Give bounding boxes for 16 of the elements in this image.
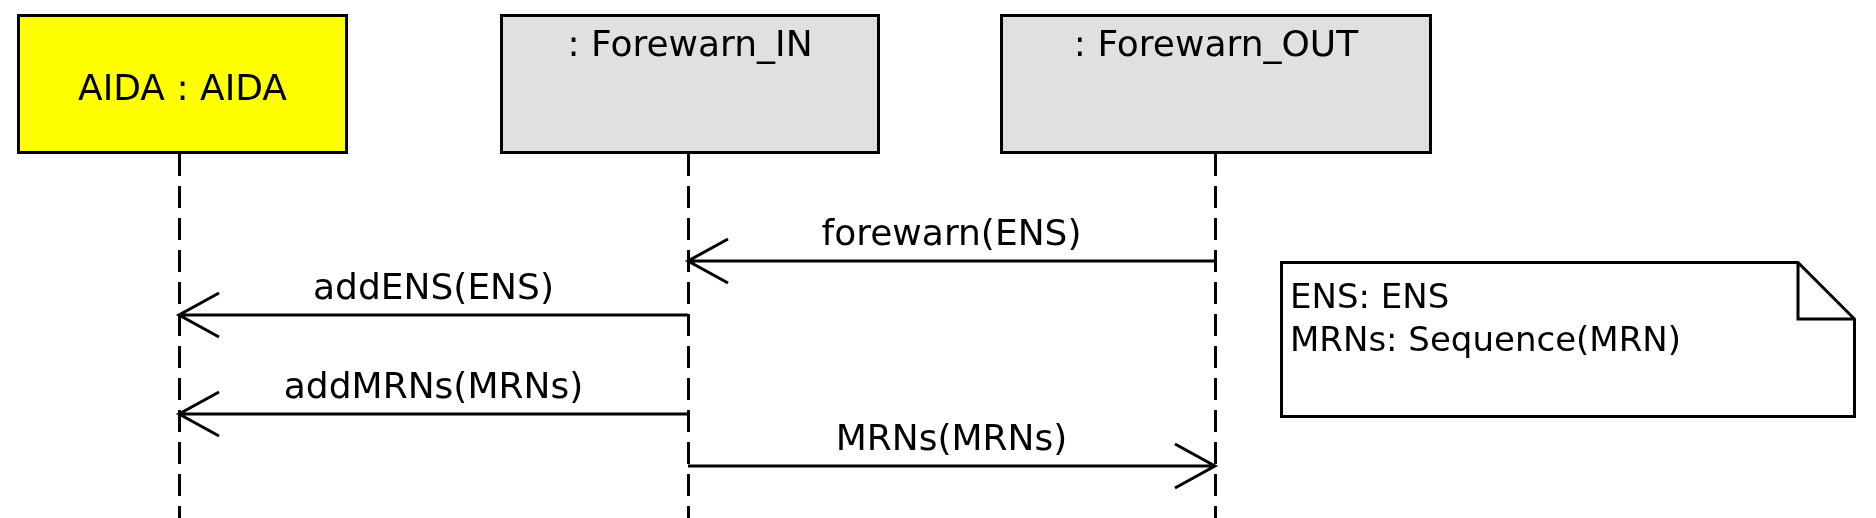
lifeline bbox=[177, 154, 181, 518]
participant-name: : Forewarn_OUT bbox=[1073, 23, 1359, 64]
message-arrow bbox=[175, 390, 690, 438]
message-arrow bbox=[686, 442, 1219, 490]
lifeline bbox=[686, 154, 690, 518]
message-arrow bbox=[175, 291, 690, 339]
message-arrow bbox=[684, 237, 1217, 285]
note-text: MRNs: Sequence(MRN) bbox=[1290, 317, 1682, 360]
note bbox=[1280, 261, 1856, 418]
note-text: ENS: ENS bbox=[1290, 275, 1451, 318]
participant-name: AIDA : AIDA bbox=[78, 66, 287, 108]
participant-box bbox=[17, 14, 348, 154]
participant-name: : Forewarn_IN bbox=[567, 23, 813, 64]
participant-box bbox=[1000, 14, 1432, 154]
participant-box bbox=[500, 14, 880, 154]
lifeline bbox=[1213, 154, 1217, 518]
